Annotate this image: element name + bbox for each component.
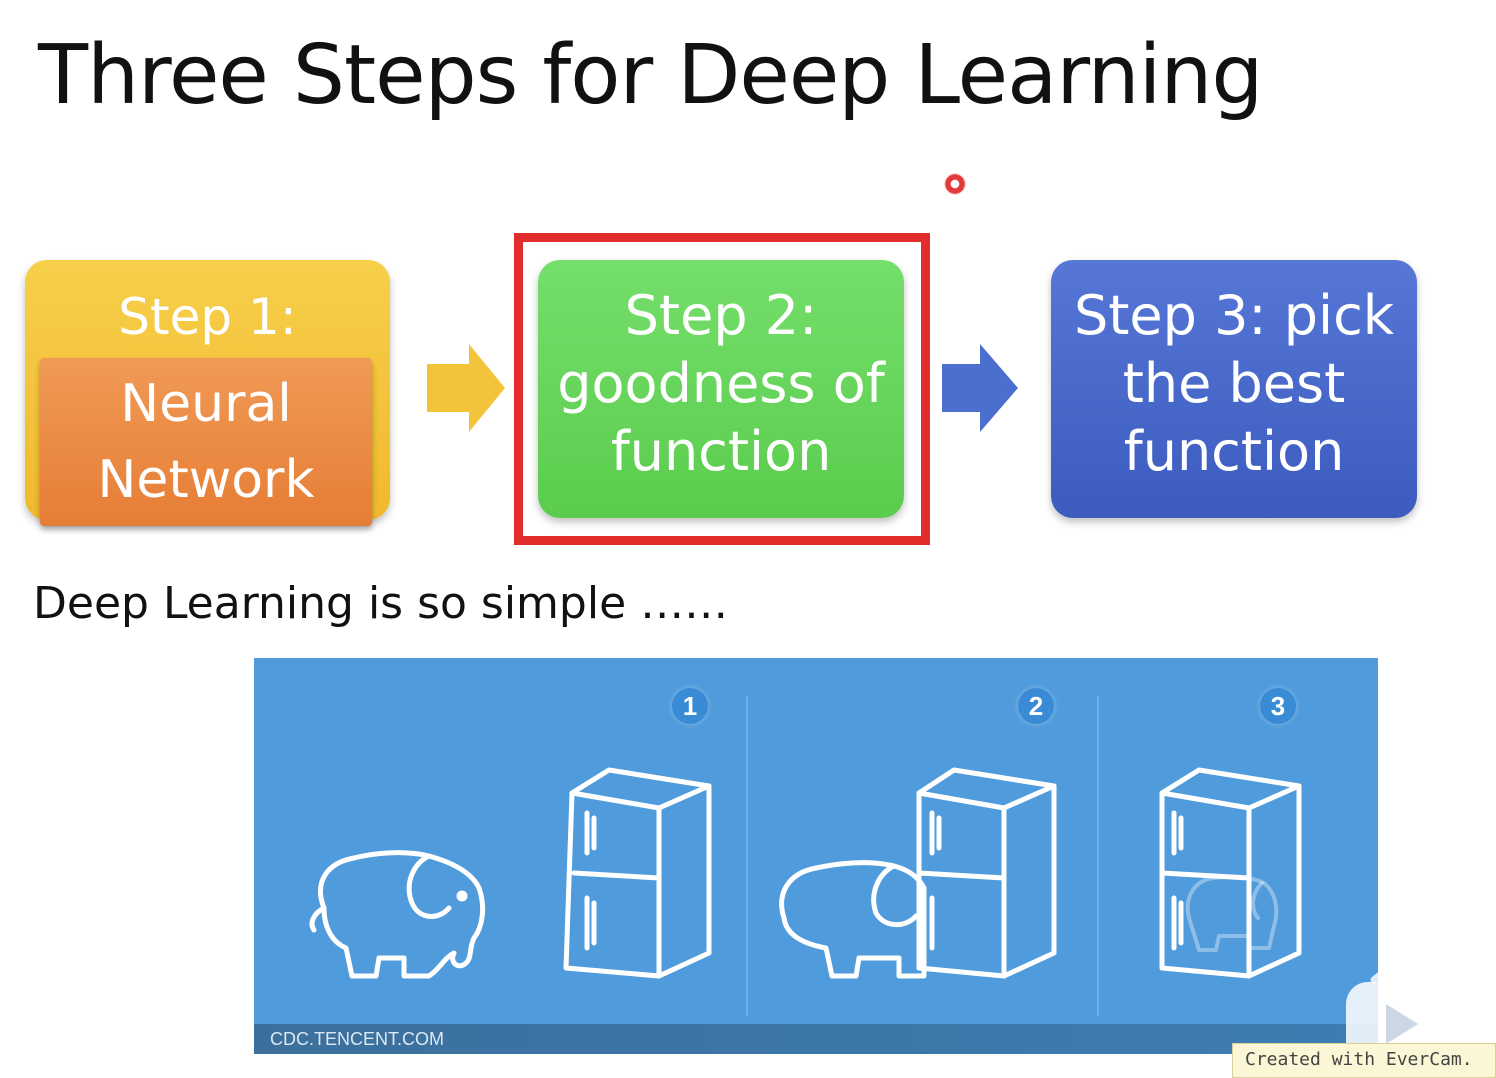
- fridge-icon: [563, 767, 712, 979]
- fridge-icon: [916, 767, 1057, 979]
- illustration-footer: CDC.TENCENT.COM: [254, 1024, 1378, 1054]
- step-1-inner-box: Neural Network: [40, 358, 372, 526]
- step-3-line-1: Step 3: pick: [1073, 284, 1395, 347]
- slide-subtitle: Deep Learning is so simple ……: [33, 578, 729, 629]
- step-2-line-1: Step 2:: [624, 284, 818, 347]
- elephant-fridge-illustration: 1 2 3: [254, 658, 1378, 1054]
- step-2-line-3: function: [610, 420, 832, 483]
- step-1-heading: Step 1:: [118, 288, 297, 346]
- step-1-box: Step 1: Neural Network: [25, 260, 390, 526]
- evercam-watermark: Created with EverCam.: [1232, 1043, 1496, 1078]
- slide-title: Three Steps for Deep Learning: [38, 28, 1263, 123]
- panel-divider: [746, 696, 748, 1016]
- step-3-box: Step 3: pick the best function: [1051, 260, 1417, 518]
- step-3-line-3: function: [1123, 420, 1345, 483]
- step-1-line-1: Neural: [120, 374, 292, 434]
- step-2-highlight-frame: [514, 233, 930, 545]
- elephant-icon: [309, 850, 486, 979]
- illustration-source-label: CDC.TENCENT.COM: [270, 1029, 444, 1049]
- step-3-line-2: the best: [1122, 352, 1346, 415]
- step-2-line-2: goodness of: [557, 352, 885, 415]
- step-1-line-2: Network: [97, 450, 315, 510]
- step-2-box: Step 2: goodness of function: [538, 260, 904, 518]
- step-number-3: 3: [1260, 688, 1296, 724]
- fridge-icon: [1159, 767, 1302, 979]
- laser-pointer-dot: [944, 173, 966, 195]
- step-number-2: 2: [1018, 688, 1054, 724]
- panel-divider: [1097, 696, 1099, 1016]
- right-arrow-icon: [942, 344, 1018, 432]
- right-arrow-icon: [427, 344, 505, 432]
- elephant-icon: [779, 860, 927, 979]
- step-number-1: 1: [672, 688, 708, 724]
- elephant-silhouette-icon: [1185, 874, 1279, 952]
